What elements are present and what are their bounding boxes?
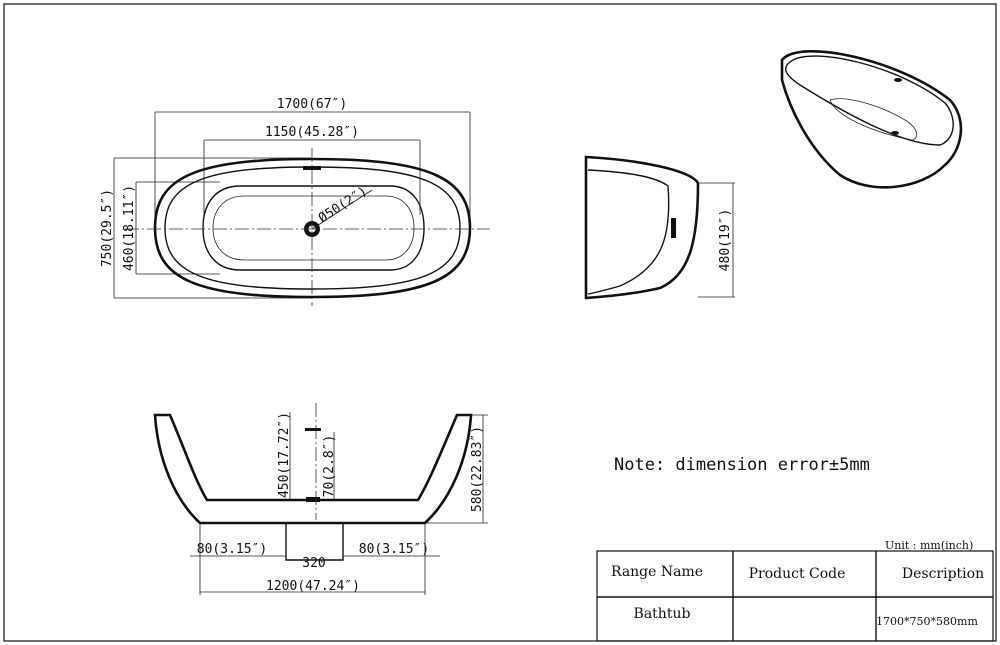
title-table <box>596 550 994 642</box>
front-view <box>153 403 488 595</box>
front-right-offset: 80(3.15″) <box>359 542 429 557</box>
front-left-offset: 80(3.15″) <box>197 542 267 557</box>
top-inner-width: 460(18.11″) <box>122 185 137 271</box>
top-view <box>113 111 490 306</box>
table-header-range-name: Range Name <box>611 564 703 580</box>
table-header-description: Description <box>902 566 984 582</box>
table-cell-description: 1700*750*580mm <box>876 615 978 628</box>
table-header-product-code: Product Code <box>749 566 846 582</box>
sheet-border <box>3 3 997 642</box>
dimension-note: Note: dimension error±5mm <box>614 455 870 475</box>
unit-label: Unit : mm(inch) <box>885 539 973 552</box>
front-drain-height: 70(2.8″) <box>322 435 337 498</box>
top-overall-length: 1700(67″) <box>277 97 347 112</box>
drain-diameter: Ø50(2″) <box>316 184 370 226</box>
side-view <box>584 155 735 300</box>
isometric-view <box>780 50 963 189</box>
front-total-height: 580(22.83″) <box>470 426 485 512</box>
table-cell-range-name: Bathtub <box>634 606 691 622</box>
top-inner-length: 1150(45.28″) <box>265 125 359 140</box>
front-base-width: 320 <box>302 556 325 571</box>
front-inner-depth: 450(17.72″) <box>277 412 292 498</box>
front-bottom-length: 1200(47.24″) <box>266 579 360 594</box>
top-overall-width: 750(29.5″) <box>100 189 115 267</box>
side-height: 480(19″) <box>718 209 733 272</box>
